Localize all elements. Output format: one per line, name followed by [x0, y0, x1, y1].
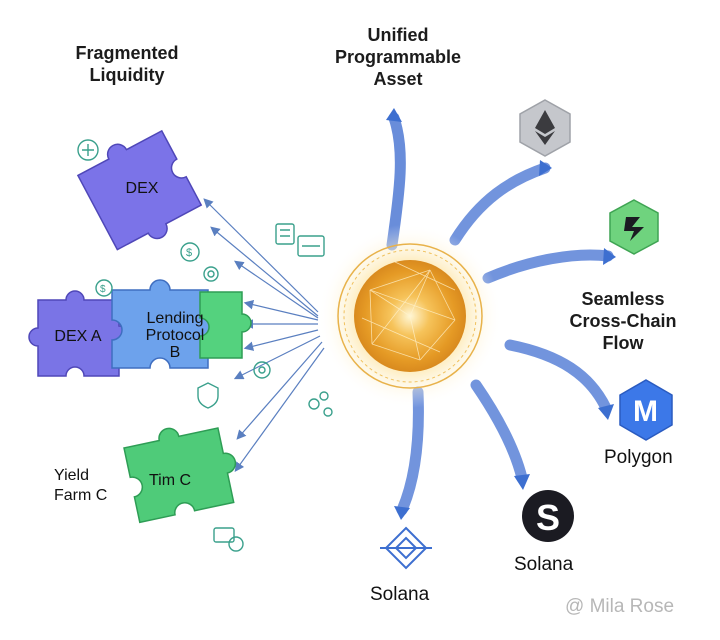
- polygon-icon: M: [619, 379, 673, 441]
- unified-asset-orb: [318, 224, 502, 408]
- green-puzzle-piece: [199, 291, 252, 359]
- flow-arrow-polygon: [504, 339, 612, 414]
- scan-icon: [77, 139, 99, 161]
- orb-dashed-ring: [343, 249, 477, 383]
- dollar-coin-icon: $: [180, 242, 200, 262]
- flow-arrow-green: [482, 249, 614, 284]
- shield-dollar-icon: [197, 382, 219, 409]
- lending-protocol-puzzle-piece: [111, 279, 219, 369]
- flow-arrow-bottom-head: [394, 506, 410, 520]
- dex-label: DEX: [125, 180, 159, 197]
- arrow-to-coin: [233, 335, 321, 380]
- dashboard-icon: [297, 235, 325, 257]
- fragmented-liquidity-heading: Fragmented Liquidity: [75, 43, 179, 85]
- orb-network-mesh: [361, 261, 456, 361]
- small-icons: $ $: [77, 139, 333, 552]
- arrow-to-dex: [203, 198, 319, 313]
- dex-a-label: DEX A: [54, 328, 102, 345]
- watermark: @ Mila Rose: [565, 596, 675, 617]
- inflow-arrows: [203, 198, 325, 472]
- flow-arrow-solana: [470, 379, 528, 484]
- lending-protocol-label: Lending Protocol B: [145, 310, 205, 361]
- green-chain-icon: [609, 199, 659, 255]
- ethereum-icon: [519, 99, 571, 157]
- yield-farm-label: Yield Farm C: [54, 467, 108, 504]
- arrow-to-tim-lower: [234, 347, 325, 472]
- polygon-label: Polygon: [604, 447, 673, 468]
- tim-c-puzzle-piece: [123, 427, 237, 524]
- dex-a-puzzle-piece: [28, 290, 129, 377]
- arrow-to-icon: [210, 226, 319, 317]
- target-icon: [253, 361, 271, 379]
- solana-bottom-label: Solana: [370, 584, 430, 605]
- receipt-icon: [213, 527, 244, 552]
- dex-puzzle-piece: [76, 129, 203, 251]
- outflow-arrows: [386, 108, 616, 520]
- flow-arrow-top-head: [386, 108, 402, 122]
- tim-c-label: Tim C: [148, 472, 192, 489]
- network-icon: [308, 391, 333, 417]
- flow-arrow-solana-head: [514, 474, 530, 490]
- arrow-to-green-lower: [243, 329, 319, 351]
- svg-text:M: M: [633, 395, 658, 428]
- dollar-small-icon: $: [95, 279, 113, 297]
- gear-icon: [203, 266, 219, 282]
- arrow-to-lending: [243, 299, 319, 321]
- svg-text:$: $: [100, 284, 106, 295]
- binance-icon: [380, 526, 432, 570]
- unified-asset-heading: Unified Programmable Asset: [334, 25, 462, 89]
- orb-outer-ring: [337, 243, 483, 389]
- solana-icon: S: [522, 490, 574, 542]
- flow-arrow-bottom: [396, 386, 424, 516]
- svg-text:$: $: [186, 247, 192, 259]
- flow-arrow-green-head: [603, 248, 616, 265]
- cross-chain-heading: Seamless Cross-Chain Flow: [569, 289, 677, 353]
- document-icon: [275, 223, 295, 245]
- svg-text:S: S: [536, 497, 560, 538]
- flow-arrow-eth-head: [539, 160, 552, 176]
- arrow-to-tim: [236, 341, 323, 440]
- flow-arrow-polygon-head: [598, 404, 614, 420]
- arrow-to-gear: [234, 260, 319, 319]
- solana-dark-label: Solana: [514, 554, 574, 575]
- flow-arrow-eth: [449, 162, 551, 246]
